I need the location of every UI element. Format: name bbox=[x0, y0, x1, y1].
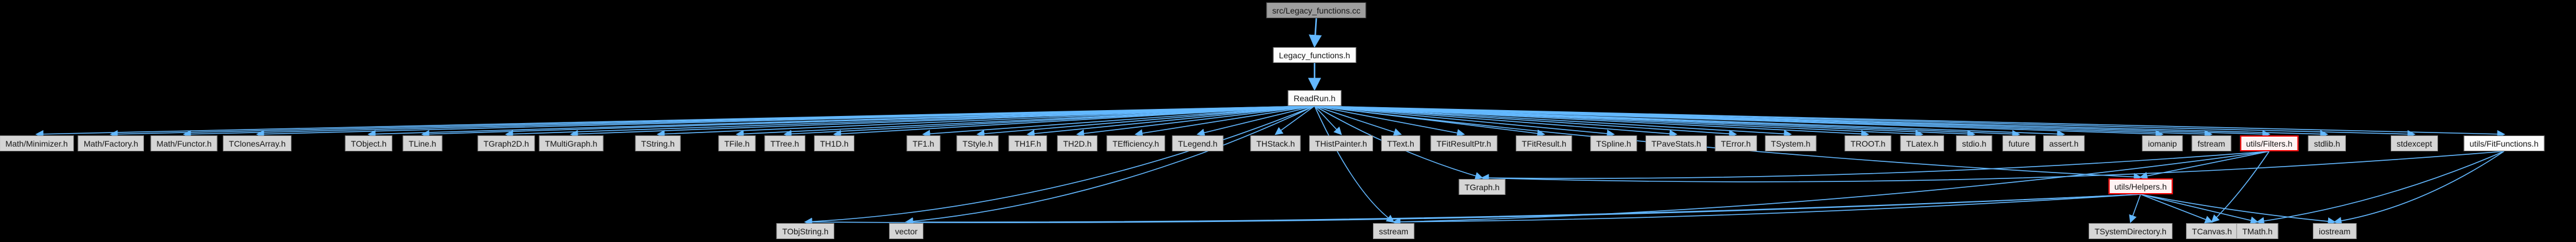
edge-fitfunctions-to-tmath bbox=[2256, 151, 2505, 226]
edge-filters-to-sstream bbox=[1392, 151, 2270, 226]
edge-readrun-to-thstack bbox=[1274, 105, 1315, 135]
node-utils-helpers-h[interactable]: utils/Helpers.h bbox=[2108, 178, 2173, 194]
node-tsystem-h: TSystem.h bbox=[1765, 135, 1817, 151]
node-vector: vector bbox=[889, 223, 924, 239]
node-tstring-h: TString.h bbox=[635, 135, 681, 151]
node-legacy-functions-h[interactable]: Legacy_functions.h bbox=[1273, 47, 1356, 63]
node-tline-h: TLine.h bbox=[402, 135, 443, 151]
node-ttree-h: TTree.h bbox=[764, 135, 805, 151]
node-thstack-h: THStack.h bbox=[1250, 135, 1301, 151]
edge-readrun-to-ttext bbox=[1314, 105, 1402, 136]
node-tobject-h: TObject.h bbox=[345, 135, 393, 151]
edge-fitfunctions-to-tgraph bbox=[1480, 151, 2505, 183]
edge-readrun-to-tpavestats bbox=[1314, 105, 1678, 138]
edge-readrun-to-tmultigraph bbox=[569, 105, 1315, 138]
edge-readrun-to-vector bbox=[904, 105, 1315, 226]
node-tmultigraph-h: TMultiGraph.h bbox=[539, 135, 604, 151]
edge-readrun-to-tstring bbox=[656, 105, 1315, 138]
edge-readrun-to-tsystem bbox=[1314, 105, 1792, 138]
edge-readrun-to-tobjstring bbox=[804, 105, 1315, 226]
edge-helpers-to-tmath bbox=[2140, 194, 2259, 224]
node-iomanip: iomanip bbox=[2142, 135, 2183, 151]
node-tgraph-h: TGraph.h bbox=[1459, 179, 1506, 195]
node-stdexcept: stdexcept bbox=[2391, 135, 2438, 151]
edge-readrun-to-tlegend bbox=[1197, 105, 1315, 137]
edge-helpers-to-tsystemdirectory bbox=[2129, 194, 2141, 223]
node-src-legacy-functions-cc: src/Legacy_functions.cc bbox=[1266, 2, 1366, 18]
node-ttext-h: TText.h bbox=[1381, 135, 1420, 151]
node-tf1-h: TF1.h bbox=[906, 135, 940, 151]
edge-src-to-legacy bbox=[1309, 18, 1322, 48]
edge-fitfunctions-to-iostream bbox=[2333, 151, 2505, 225]
edge-readrun-to-sstream bbox=[1314, 105, 1395, 223]
node-thistpainter-h: THistPainter.h bbox=[1309, 135, 1373, 151]
node-utils-fitfunctions-h[interactable]: utils/FitFunctions.h bbox=[2463, 135, 2545, 151]
node-tlegend-h: TLegend.h bbox=[1172, 135, 1224, 151]
edge-readrun-to-tfitresultptr bbox=[1314, 105, 1466, 137]
node-tobjstring-h: TObjString.h bbox=[776, 223, 835, 239]
node-stdio-h: stdio.h bbox=[1956, 135, 1992, 151]
node-tlatex-h: TLatex.h bbox=[1900, 135, 1945, 151]
node-sstream: sstream bbox=[1373, 223, 1414, 239]
edge-readrun-to-tspline bbox=[1314, 105, 1615, 138]
node-math-minimizer-h: Math/Minimizer.h bbox=[0, 135, 74, 151]
node-tsystemdirectory-h: TSystemDirectory.h bbox=[2089, 223, 2172, 239]
node-tstyle-h: TStyle.h bbox=[956, 135, 999, 151]
edge-readrun-to-thistpainter bbox=[1314, 105, 1342, 135]
node-tfile-h: TFile.h bbox=[718, 135, 756, 151]
edge-helpers-to-tcanvas bbox=[2140, 194, 2213, 224]
node-math-functor-h: Math/Functor.h bbox=[150, 135, 218, 151]
edge-readrun-to-th1f bbox=[1026, 105, 1315, 138]
node-tclonesarray-h: TClonesArray.h bbox=[222, 135, 292, 151]
edge-readrun-to-th2d bbox=[1076, 105, 1315, 138]
node-tgraph2d-h: TGraph2D.h bbox=[477, 135, 535, 151]
node-th1f-h: TH1F.h bbox=[1008, 135, 1047, 151]
node-future: future bbox=[2003, 135, 2036, 151]
edge-readrun-to-tefficiency bbox=[1134, 105, 1315, 137]
node-terror-h: TError.h bbox=[1715, 135, 1757, 151]
node-th2d-h: TH2D.h bbox=[1057, 135, 1098, 151]
edge-readrun-to-clonesarray bbox=[255, 105, 1315, 138]
edge-helpers-to-iostream bbox=[2140, 194, 2336, 226]
node-tfitresult-h: TFitResult.h bbox=[1516, 135, 1572, 151]
edge-readrun-to-fitfunctions bbox=[1314, 105, 2506, 138]
node-th1d-h: TH1D.h bbox=[814, 135, 855, 151]
node-tefficiency-h: TEfficiency.h bbox=[1106, 135, 1165, 151]
edge-readrun-to-tstyle bbox=[976, 105, 1315, 138]
edge-filters-to-helpers bbox=[2139, 151, 2270, 180]
node-iostream: iostream bbox=[2313, 223, 2357, 239]
edge-filters-to-tcanvas bbox=[2211, 151, 2270, 223]
node-math-factory-h: Math/Factory.h bbox=[77, 135, 145, 151]
node-tmath-h: TMath.h bbox=[2236, 223, 2279, 239]
node-tcanvas-h: TCanvas.h bbox=[2186, 223, 2238, 239]
node-assert-h: assert.h bbox=[2043, 135, 2085, 151]
node-stdlib-h: stdlib.h bbox=[2308, 135, 2346, 151]
edge-readrun-to-assert bbox=[1314, 105, 2066, 138]
node-utils-filters-h[interactable]: utils/Filters.h bbox=[2240, 135, 2299, 151]
edge-readrun-to-th1d bbox=[833, 105, 1315, 138]
edge-filters-to-tgraph bbox=[1480, 151, 2270, 182]
node-tfitresultptr-h: TFitResultPtr.h bbox=[1430, 135, 1497, 151]
edge-helpers-to-sstream bbox=[1392, 194, 2141, 226]
node-troot-h: TROOT.h bbox=[1844, 135, 1892, 151]
node-fstream: fstream bbox=[2191, 135, 2231, 151]
node-tpavestats-h: TPaveStats.h bbox=[1645, 135, 1707, 151]
node-tspline-h: TSpline.h bbox=[1590, 135, 1637, 151]
node-readrun-h[interactable]: ReadRun.h bbox=[1287, 90, 1342, 106]
edge-helpers-to-tobjstring bbox=[804, 194, 2141, 226]
